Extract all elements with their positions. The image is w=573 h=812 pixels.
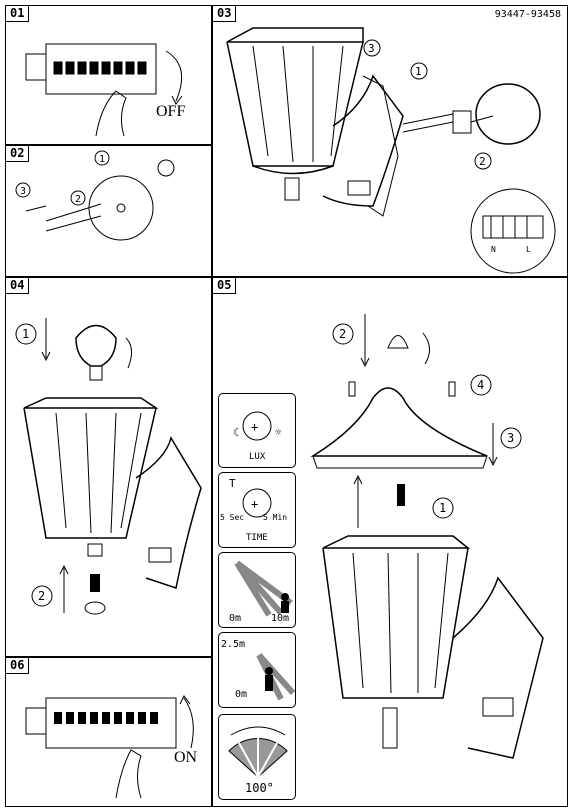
svg-text:☾: ☾ [233, 426, 240, 439]
breaker-off-illustration: OFF [25, 43, 185, 137]
time-label: TIME [246, 533, 268, 543]
step-01-number: 01 [6, 6, 30, 22]
terminal-l-label: L [526, 245, 531, 254]
step-03-callout-2: 2 [479, 155, 486, 168]
step-05-callout-1: 1 [439, 501, 446, 515]
step-05-callout-3: 3 [507, 431, 514, 445]
lux-label: LUX [249, 452, 266, 462]
time-t-label: T [229, 477, 236, 490]
range-far-label: 10m [271, 613, 290, 624]
step-05-callout-2: 2 [339, 327, 346, 341]
breaker-on-illustration: ON [25, 695, 198, 799]
height-setting-box: 2.5m 0m [218, 632, 296, 708]
step-05-callout-4: 4 [477, 378, 484, 392]
on-label: ON [174, 749, 198, 766]
step-04-panel: 04 1 2 [5, 277, 212, 657]
document-number: 93447-93458 [494, 9, 561, 20]
step-05-number: 05 [213, 278, 237, 294]
lux-setting-box: + ☾ ☼ LUX [218, 393, 296, 468]
step-01-panel: 01 OFF [5, 5, 212, 145]
mount-plate-illustration: 1 2 3 [15, 150, 175, 241]
step-02-number: 02 [6, 146, 30, 162]
step-02-callout-3: 3 [20, 186, 26, 197]
range-setting-box: 0m 10m [218, 552, 296, 628]
step-02-callout-1: 1 [99, 154, 105, 165]
angle-setting-box: 100° [218, 714, 296, 800]
height-top-label: 2.5m [221, 639, 246, 650]
svg-text:+: + [251, 420, 258, 434]
step-04-callout-2: 2 [38, 589, 45, 603]
step-06-panel: 06 ON [5, 657, 212, 807]
step-04-callout-1: 1 [22, 327, 29, 341]
step-03-panel: 03 93447-93458 3 1 2 N L [212, 5, 568, 277]
lamp-wiring-illustration: 3 1 2 N L [226, 27, 556, 274]
height-bottom-label: 0m [235, 689, 248, 700]
step-06-number: 06 [6, 658, 30, 674]
range-near-label: 0m [229, 613, 242, 624]
step-03-callout-3: 3 [368, 42, 375, 55]
time-max-label: 5 Min [263, 513, 288, 522]
step-03-number: 03 [213, 6, 237, 22]
terminal-n-label: N [491, 245, 496, 254]
time-min-label: 5 Sec [220, 513, 245, 522]
step-03-callout-1: 1 [415, 65, 422, 78]
step-04-number: 04 [6, 278, 30, 294]
angle-label: 100° [245, 781, 274, 795]
step-02-callout-2: 2 [75, 194, 81, 205]
svg-text:☼: ☼ [275, 426, 282, 439]
sensor-cap-illustration: 2 4 3 1 [310, 314, 544, 759]
off-label: OFF [156, 103, 185, 120]
bulb-install-illustration: 1 2 [15, 318, 202, 615]
time-setting-box: + T 5 Sec 5 Min TIME [218, 472, 296, 548]
step-02-panel: 02 1 2 3 [5, 145, 212, 277]
step-05-panel: 05 2 4 3 1 + ☾ ☼ [212, 277, 568, 807]
svg-text:+: + [251, 497, 258, 511]
